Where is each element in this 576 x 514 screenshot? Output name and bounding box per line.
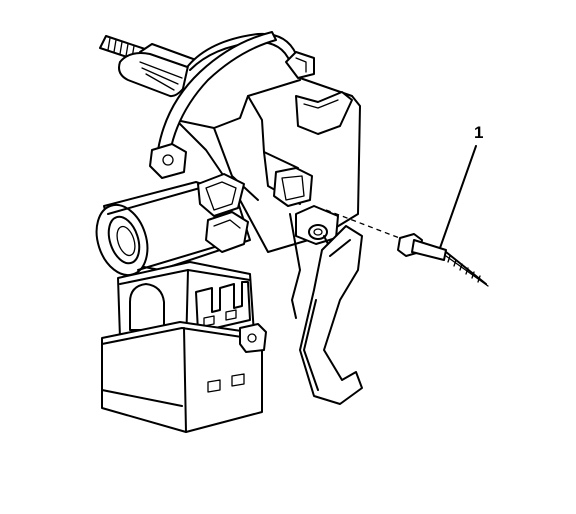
column-housing xyxy=(175,32,361,319)
ignition-switch-connector xyxy=(197,173,249,253)
callout-leader-line xyxy=(439,145,477,249)
lower-column-bracket xyxy=(299,225,363,405)
alignment-guide-line xyxy=(325,209,411,243)
tilt-bracket-strap xyxy=(149,31,277,179)
switch-base-plate xyxy=(101,321,267,433)
removed-component xyxy=(397,233,489,287)
callout-label-1: 1 xyxy=(474,123,484,142)
steering-shaft xyxy=(99,35,197,98)
